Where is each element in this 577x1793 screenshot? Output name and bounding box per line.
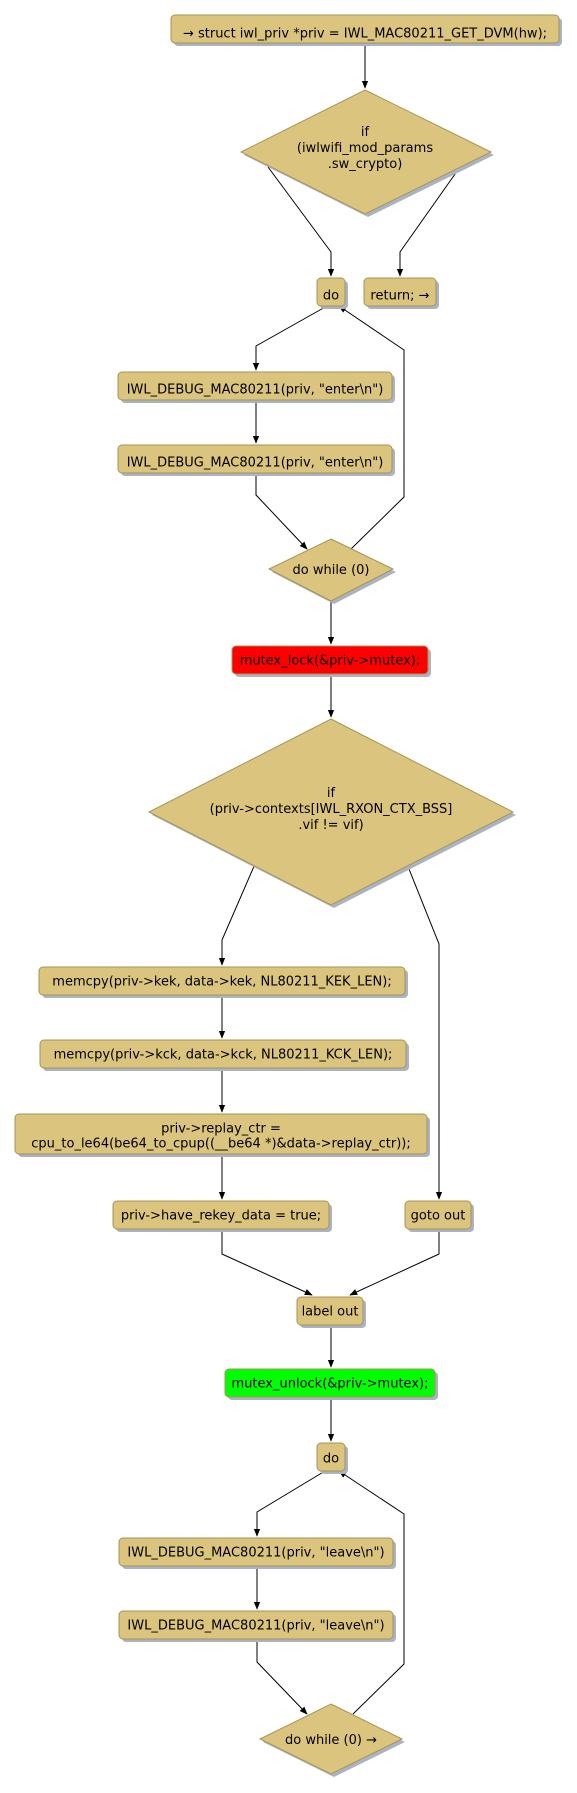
node-goto-out-label: goto out	[411, 1209, 466, 1224]
node-memcpy-kek[interactable]: memcpy(priv->kek, data->kek, NL80211_KEK…	[38, 966, 408, 998]
node-debug-leave-1[interactable]: IWL_DEBUG_MAC80211(priv, "leave\n")	[118, 1537, 396, 1569]
edge-goto-to-label	[349, 1229, 440, 1296]
node-mutex-unlock-label: mutex_unlock(&priv->mutex);	[232, 1377, 429, 1392]
edge-dowhile2-loop-back	[338, 1470, 405, 1715]
edge-if-to-goto	[406, 863, 443, 1200]
node-if-sw-crypto-line-2: (iwlwifi_mod_params	[297, 141, 433, 156]
node-start-label: → struct iwl_priv *priv = IWL_MAC80211_G…	[183, 27, 547, 42]
node-mutex-lock[interactable]: mutex_lock(&priv->mutex);	[231, 645, 431, 677]
node-mutex-unlock[interactable]: mutex_unlock(&priv->mutex);	[224, 1368, 438, 1400]
node-debug-enter-2-label: IWL_DEBUG_MAC80211(priv, "enter\n")	[127, 456, 384, 471]
edge-if-to-return	[396, 166, 461, 277]
node-have-rekey[interactable]: priv->have_rekey_data = true;	[112, 1200, 332, 1232]
edges	[218, 46, 461, 1715]
edge-rekey-to-label	[221, 1229, 313, 1296]
edge-dowhile-loop-back	[338, 305, 405, 550]
node-memcpy-kek-label: memcpy(priv->kek, data->kek, NL80211_KEK…	[52, 975, 391, 990]
node-if-sw-crypto[interactable]: if (iwlwifi_mod_params .sw_crypto)	[239, 89, 494, 217]
node-do-2-label: do	[323, 1452, 339, 1467]
node-memcpy-kck-label: memcpy(priv->kck, data->kck, NL80211_KCK…	[54, 1048, 393, 1063]
node-replay-ctr[interactable]: priv->replay_ctr = cpu_to_le64(be64_to_c…	[14, 1113, 430, 1157]
edge-leave-2-to-dowhile2	[256, 1639, 308, 1715]
node-if-contexts[interactable]: if (priv->contexts[IWL_RXON_CTX_BSS] .vi…	[147, 718, 516, 908]
node-if-sw-crypto-line-3: .sw_crypto)	[328, 157, 403, 172]
node-debug-leave-2[interactable]: IWL_DEBUG_MAC80211(priv, "leave\n")	[118, 1610, 396, 1642]
edge-if-to-do	[267, 166, 335, 277]
node-do-1[interactable]: do	[316, 277, 348, 309]
node-do-while-2[interactable]: do while (0) →	[258, 1703, 405, 1777]
node-debug-enter-2[interactable]: IWL_DEBUG_MAC80211(priv, "enter\n")	[117, 444, 395, 476]
node-debug-leave-2-label: IWL_DEBUG_MAC80211(priv, "leave\n")	[127, 1619, 384, 1634]
node-mutex-lock-label: mutex_lock(&priv->mutex);	[240, 654, 420, 669]
node-label-out[interactable]: label out	[296, 1296, 366, 1328]
node-do-while-1[interactable]: do while (0)	[267, 538, 396, 604]
edge-do-to-debug-enter-1	[252, 305, 328, 371]
node-memcpy-kck[interactable]: memcpy(priv->kck, data->kck, NL80211_KCK…	[39, 1039, 409, 1071]
node-replay-ctr-line-1: priv->replay_ctr =	[161, 1122, 281, 1137]
node-return[interactable]: return; →	[363, 277, 439, 309]
edge-debug-enter-2-to-dowhile	[255, 473, 308, 550]
node-do-1-label: do	[323, 289, 339, 304]
edge-if-to-memcpy-kek	[218, 863, 256, 966]
node-start-statement[interactable]: → struct iwl_priv *priv = IWL_MAC80211_G…	[170, 14, 562, 46]
node-if-contexts-line-2: (priv->contexts[IWL_RXON_CTX_BSS]	[210, 802, 453, 817]
node-replay-ctr-line-2: cpu_to_le64(be64_to_cpup((__be64 *)&data…	[31, 1137, 410, 1152]
nodes: → struct iwl_priv *priv = IWL_MAC80211_G…	[14, 14, 562, 1777]
node-debug-enter-1-label: IWL_DEBUG_MAC80211(priv, "enter\n")	[127, 383, 384, 398]
node-return-label: return; →	[370, 289, 429, 304]
node-do-2[interactable]: do	[316, 1442, 348, 1474]
node-goto-out[interactable]: goto out	[404, 1200, 474, 1232]
node-label-out-label: label out	[302, 1305, 359, 1320]
node-if-sw-crypto-line-1: if	[361, 125, 370, 140]
node-debug-leave-1-label: IWL_DEBUG_MAC80211(priv, "leave\n")	[127, 1546, 384, 1561]
node-do-while-1-label: do while (0)	[293, 563, 370, 578]
node-if-contexts-line-3: .vif != vif)	[298, 818, 363, 833]
node-if-contexts-line-1: if	[327, 786, 336, 801]
edge-do2-to-debug-leave-1	[253, 1470, 326, 1537]
node-have-rekey-label: priv->have_rekey_data = true;	[121, 1209, 321, 1224]
node-debug-enter-1[interactable]: IWL_DEBUG_MAC80211(priv, "enter\n")	[117, 371, 395, 403]
node-do-while-2-label: do while (0) →	[285, 1733, 377, 1748]
